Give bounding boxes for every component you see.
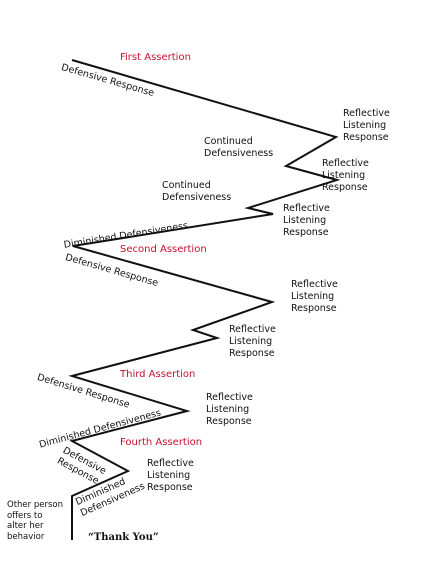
reflective-listening-label-4: Reflective Listening Response (291, 279, 338, 314)
other-person-label: Other person offers to alter her behavio… (7, 500, 63, 542)
reflective-listening-label-1: Reflective Listening Response (343, 108, 390, 143)
thank-you-label: “Thank You” (88, 532, 159, 543)
reflective-listening-label-2: Reflective Listening Response (322, 158, 369, 193)
continued-defensiveness-label-1: Continued Defensiveness (204, 136, 274, 159)
fourth-assertion-label: Fourth Assertion (120, 437, 203, 448)
reflective-listening-label-7: Reflective Listening Response (147, 458, 194, 493)
reflective-listening-label-6: Reflective Listening Response (206, 392, 253, 427)
continued-defensiveness-label-2: Continued Defensiveness (162, 180, 232, 203)
zigzag-path (68, 59, 341, 540)
third-assertion-label: Third Assertion (120, 369, 196, 380)
first-assertion-label: First Assertion (120, 52, 191, 63)
reflective-listening-label-3: Reflective Listening Response (283, 203, 330, 238)
second-assertion-label: Second Assertion (120, 244, 207, 255)
reflective-listening-label-5: Reflective Listening Response (229, 324, 276, 359)
